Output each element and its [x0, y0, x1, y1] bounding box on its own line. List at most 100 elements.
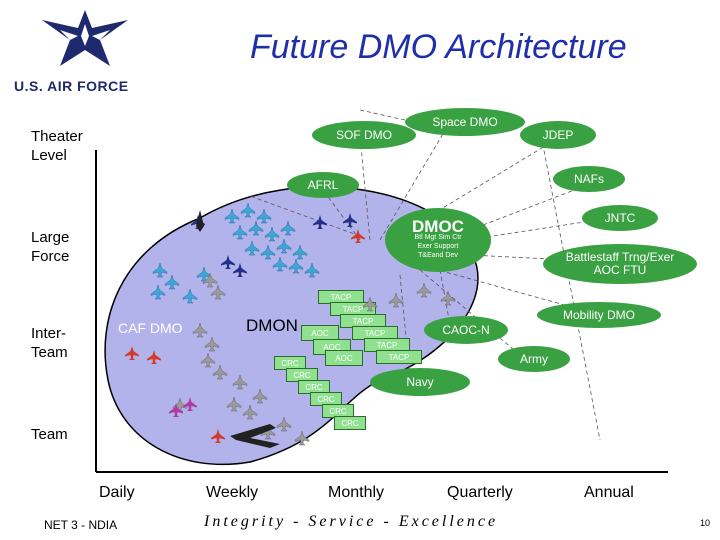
- node-label: Army: [520, 351, 548, 366]
- x-label-monthly: Monthly: [328, 484, 385, 501]
- usaf-logo: [40, 6, 130, 74]
- uav-icon: [196, 210, 204, 232]
- red-jet-icon: [125, 346, 139, 360]
- fighter-jet-icon: [288, 258, 304, 274]
- red-jet-icon: [147, 350, 161, 364]
- node-label: Navy: [406, 374, 434, 389]
- transport-aircraft-icon: [388, 292, 404, 308]
- node-label: CAOC-N: [442, 322, 490, 337]
- x-label-weekly: Weekly: [206, 484, 259, 501]
- node-afrl: AFRL: [287, 172, 359, 198]
- fighter-jet-icon: [256, 208, 272, 224]
- box-crc: CRC: [310, 392, 342, 406]
- fighter-jet-icon: [232, 224, 248, 240]
- box-tacp: TACP: [352, 326, 398, 340]
- level-label-line: Inter-: [31, 325, 67, 342]
- node-jdep: JDEP: [520, 121, 596, 149]
- transport-aircraft-icon: [226, 396, 242, 412]
- org-wordmark: U.S. AIR FORCE: [14, 78, 129, 94]
- node-dmoc: DMOC Btl Mgt Sim Ctr Exer Support T&Eand…: [385, 208, 491, 272]
- node-nafs: NAFs: [553, 166, 625, 192]
- dmoc-detail: Exer Support: [417, 243, 459, 250]
- level-label-line: Level: [31, 147, 67, 164]
- level-label-line: Team: [31, 344, 68, 361]
- fighter-jet-icon: [182, 288, 198, 304]
- transport-aircraft-icon: [200, 352, 216, 368]
- node-label: AOC FTU: [593, 263, 647, 277]
- transport-aircraft-icon: [440, 290, 456, 306]
- fighter-jet-icon: [244, 240, 260, 256]
- level-label-line: Large: [31, 229, 70, 246]
- node-label: Mobility DMO: [562, 307, 635, 322]
- transport-aircraft-icon: [276, 416, 292, 432]
- usaf-wings-icon: [42, 10, 128, 66]
- level-team: Team: [31, 425, 68, 444]
- level-label-line: Team: [31, 426, 68, 443]
- dmoc-detail: Btl Mgt Sim Ctr: [414, 234, 462, 241]
- bomber-icon: [230, 424, 280, 448]
- fighter-jet-icon: [260, 244, 276, 260]
- level-large-force: Large Force: [31, 228, 69, 266]
- transport-aircraft-icon: [362, 296, 378, 312]
- node-label: JDEP: [542, 127, 574, 142]
- dmoc-title: DMOC: [412, 217, 464, 236]
- node-jntc: JNTC: [582, 205, 658, 231]
- dmoc-detail: T&Eand Dev: [418, 252, 458, 259]
- level-inter-team: Inter- Team: [31, 324, 68, 362]
- transport-aircraft-icon: [192, 322, 208, 338]
- red-jet-icon: [211, 429, 225, 443]
- node-caoc-n: CAOC-N: [424, 316, 508, 344]
- stealth-jet-icon: [233, 263, 247, 277]
- level-label-line: Force: [31, 248, 70, 265]
- fighter-jet-icon: [304, 262, 320, 278]
- box-crc: CRC: [334, 416, 366, 430]
- transport-aircraft-icon: [212, 364, 228, 380]
- fighter-jet-icon: [224, 208, 240, 224]
- label-dmon: DMON: [246, 316, 298, 335]
- fighter-jet-icon: [240, 202, 256, 218]
- node-mobility-dmo: Mobility DMO: [537, 302, 661, 328]
- fighter-jet-icon: [264, 226, 280, 242]
- footer-event: NET 3 - NDIA: [44, 518, 118, 532]
- red-jet-icon: [351, 229, 365, 243]
- transport-aircraft-icon: [294, 430, 310, 446]
- level-label-line: Theater: [31, 128, 83, 145]
- x-label-daily: Daily: [99, 484, 135, 501]
- node-sof-dmo: SOF DMO: [312, 121, 416, 149]
- transport-aircraft-icon: [242, 404, 258, 420]
- box-tacp: TACP: [376, 350, 422, 364]
- fighter-jet-icon: [292, 244, 308, 260]
- box-aoc: AOC: [325, 350, 363, 366]
- transport-aircraft-icon: [204, 336, 220, 352]
- stealth-jet-icon: [343, 213, 357, 227]
- transport-aircraft-icon: [232, 374, 248, 390]
- node-battlestaff: Battlestaff Trng/Exer AOC FTU: [543, 244, 697, 284]
- node-label: SOF DMO: [336, 127, 392, 142]
- fighter-jet-icon: [164, 274, 180, 290]
- x-label-quarterly: Quarterly: [447, 484, 513, 501]
- node-space-dmo: Space DMO: [405, 108, 525, 136]
- stealth-jet-icon: [313, 215, 327, 229]
- node-label: Space DMO: [432, 114, 498, 129]
- node-navy: Navy: [370, 368, 470, 396]
- page-title: Future DMO Architecture: [250, 28, 627, 66]
- x-label-annual: Annual: [584, 484, 634, 501]
- node-label: JNTC: [604, 210, 636, 225]
- transport-aircraft-icon: [252, 388, 268, 404]
- stealth-jet-icon: [221, 255, 235, 269]
- node-label: AFRL: [307, 177, 339, 192]
- fighter-jet-icon: [276, 238, 292, 254]
- page-number: 10: [700, 518, 711, 528]
- node-label: NAFs: [574, 171, 604, 186]
- magenta-jet-icon: [183, 397, 197, 411]
- fighter-jet-icon: [280, 220, 296, 236]
- fighter-jet-icon: [150, 284, 166, 300]
- node-label: Battlestaff Trng/Exer: [565, 250, 675, 264]
- transport-aircraft-icon: [416, 282, 432, 298]
- level-theater: Theater Level: [31, 127, 83, 165]
- node-army: Army: [498, 346, 570, 372]
- fighter-jet-icon: [152, 262, 168, 278]
- label-caf-dmo: CAF DMO: [118, 320, 183, 336]
